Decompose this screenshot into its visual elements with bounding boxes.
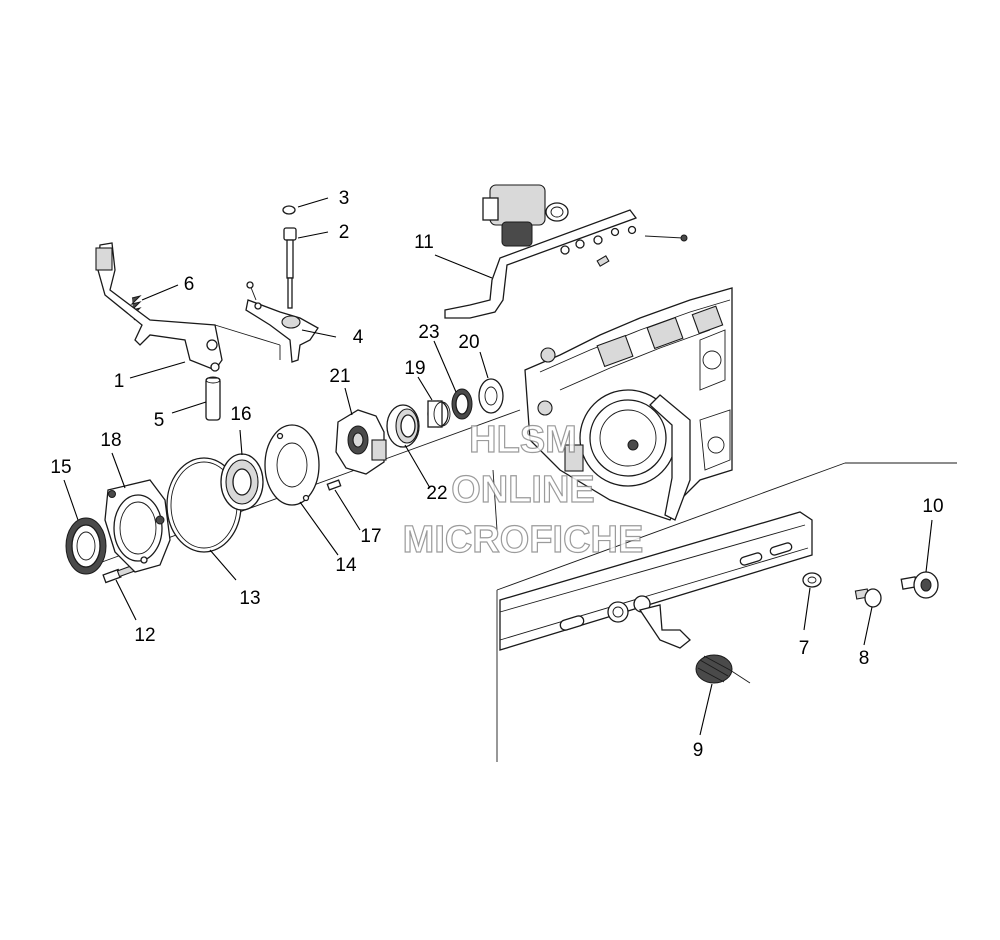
part-4-shift-lever xyxy=(245,281,319,363)
callout-11: 11 xyxy=(414,232,434,253)
part-15-oil-seal xyxy=(65,517,107,575)
part-14-shim-plate xyxy=(264,424,320,506)
part-5-pin xyxy=(205,376,221,421)
part-8-bolt xyxy=(854,588,882,608)
callout-20: 20 xyxy=(458,332,479,353)
callout-6: 6 xyxy=(184,274,195,295)
gearcase-housing xyxy=(524,287,733,521)
callout-19: 19 xyxy=(404,358,425,379)
part-23-washer xyxy=(451,388,473,420)
callout-22: 22 xyxy=(426,483,447,504)
callout-2: 2 xyxy=(339,222,350,243)
callout-12: 12 xyxy=(134,625,155,646)
callout-15: 15 xyxy=(50,457,71,478)
callout-18: 18 xyxy=(100,430,121,451)
part-18-retainer-cover xyxy=(104,479,171,573)
part-1-fork-lever xyxy=(95,242,281,372)
watermark-line-3: MICROFICHE xyxy=(403,519,644,561)
leader-lines xyxy=(63,197,933,736)
part-22-gear xyxy=(386,404,420,448)
part-20-thrust-washer xyxy=(478,378,504,414)
part-16-bearing xyxy=(220,453,264,511)
callout-16: 16 xyxy=(230,404,251,425)
callout-7: 7 xyxy=(799,638,810,659)
part-11-shift-bracket xyxy=(444,184,688,319)
detail-rail xyxy=(499,511,813,651)
callout-labels: 3 2 4 1 5 6 11 23 20 19 21 16 18 15 22 1… xyxy=(50,188,943,761)
callout-17: 17 xyxy=(360,526,381,547)
part-17-screw xyxy=(326,479,342,491)
part-21-dog-clutch xyxy=(335,409,387,475)
watermark-line-1: HLSM xyxy=(469,419,577,461)
part-12-bolt xyxy=(102,564,136,584)
part-9-detent-spring xyxy=(638,604,751,684)
callout-1: 1 xyxy=(114,371,125,392)
watermark: HLSM ONLINE MICROFICHE xyxy=(402,418,644,561)
callout-14: 14 xyxy=(335,555,357,576)
callout-9: 9 xyxy=(693,740,704,761)
callout-23: 23 xyxy=(418,322,439,343)
callout-21: 21 xyxy=(329,366,350,387)
detail-frame xyxy=(492,462,957,762)
watermark-line-2: ONLINE xyxy=(451,469,595,511)
part-19-bushing xyxy=(427,400,451,428)
callout-13: 13 xyxy=(239,588,260,609)
callout-10: 10 xyxy=(922,496,943,517)
part-2-shift-shaft xyxy=(283,227,297,309)
part-10-plug-bolt xyxy=(900,571,939,599)
part-3-o-ring xyxy=(282,205,296,215)
callout-4: 4 xyxy=(353,327,364,348)
callout-5: 5 xyxy=(154,410,165,431)
callout-3: 3 xyxy=(339,188,350,209)
part-7-washer xyxy=(802,572,822,588)
callout-8: 8 xyxy=(859,648,870,669)
